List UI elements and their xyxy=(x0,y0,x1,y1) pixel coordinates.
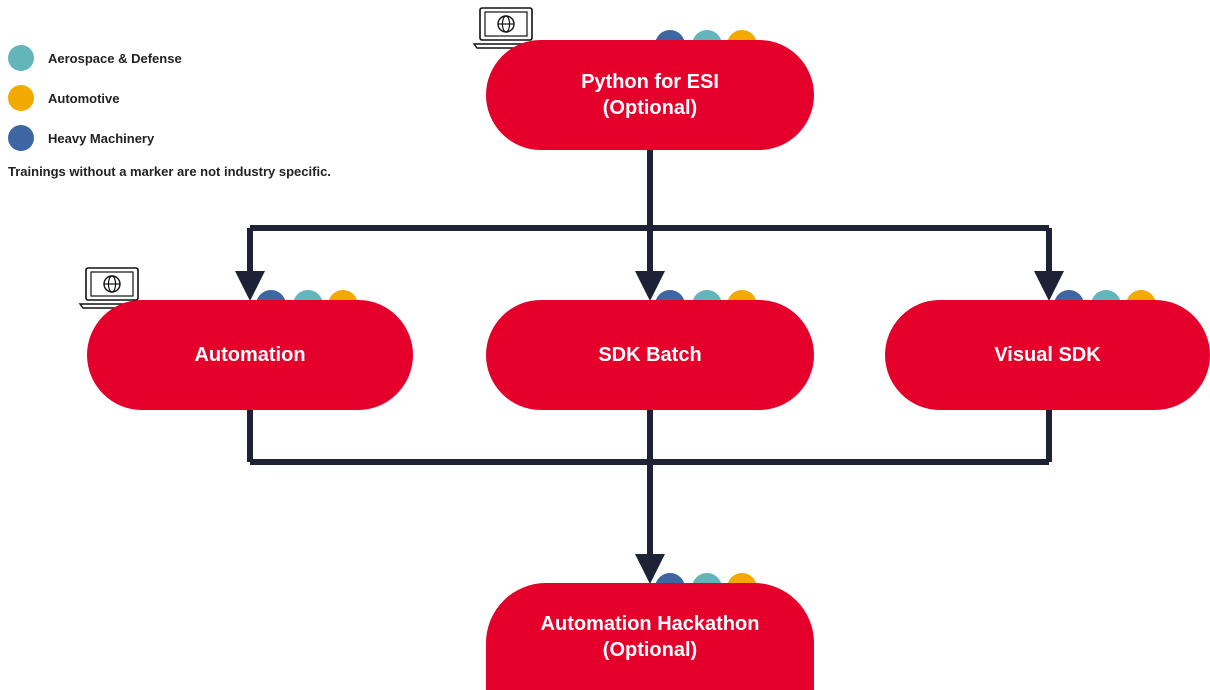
node-python-for-esi[interactable]: Python for ESI (Optional) xyxy=(486,40,814,150)
node-label: Python for ESI (Optional) xyxy=(581,71,719,119)
legend-item-aerospace: Aerospace & Defense xyxy=(8,38,182,78)
node-automation[interactable]: Automation xyxy=(87,300,413,410)
legend-label: Automotive xyxy=(48,90,120,106)
legend-item-heavy-machinery: Heavy Machinery xyxy=(8,118,182,158)
node-label: Automation xyxy=(194,344,306,366)
legend-note: Trainings without a marker are not indus… xyxy=(8,164,331,179)
node-visual-sdk[interactable]: Visual SDK xyxy=(885,300,1210,410)
node-automation-hackathon[interactable]: Automation Hackathon (Optional) xyxy=(486,583,814,690)
node-label: SDK Batch xyxy=(598,344,702,366)
aerospace-marker-dot xyxy=(8,45,34,71)
legend: Aerospace & Defense Automotive Heavy Mac… xyxy=(8,38,182,158)
legend-label: Aerospace & Defense xyxy=(48,50,182,66)
node-sdk-batch[interactable]: SDK Batch xyxy=(486,300,814,410)
legend-label: Heavy Machinery xyxy=(48,130,155,146)
automotive-marker-dot xyxy=(8,85,34,111)
node-label: Visual SDK xyxy=(994,344,1101,366)
node-label: Automation Hackathon (Optional) xyxy=(540,612,760,661)
legend-item-automotive: Automotive xyxy=(8,78,182,118)
heavy-machinery-marker-dot xyxy=(8,125,34,151)
